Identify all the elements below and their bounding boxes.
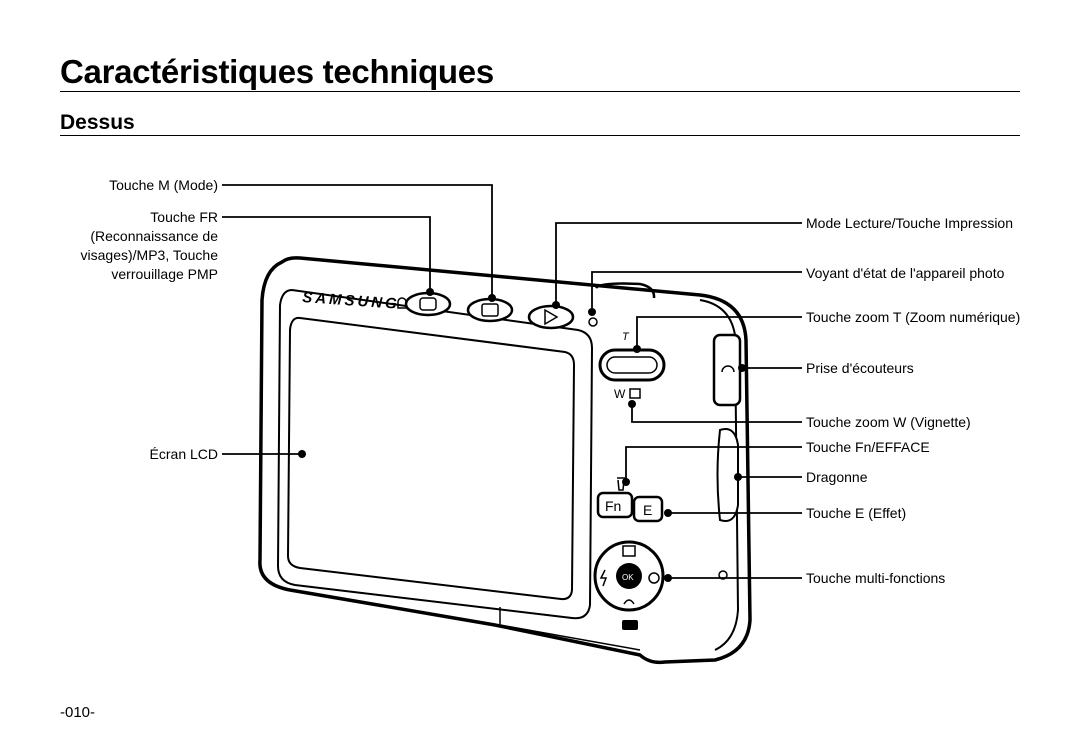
page-number: -010- [60, 704, 96, 721]
label-zoom-w: Touche zoom W (Vignette) [806, 414, 971, 430]
label-playback: Mode Lecture/Touche Impression [806, 215, 1013, 231]
fn-button [596, 491, 634, 519]
label-earphone: Prise d'écouteurs [806, 360, 914, 376]
label-fr-line1: Touche FR [150, 209, 218, 225]
label-lcd: Écran LCD [149, 446, 218, 462]
leader-status [591, 271, 802, 312]
fr-button-icon [419, 297, 437, 311]
dot-zoom-w [628, 400, 636, 408]
dot-playback [552, 301, 560, 309]
playback-button-icon [544, 308, 559, 326]
dot-fr [426, 288, 434, 296]
brand-logo: SAMSUNG [302, 289, 401, 313]
flash-icon [599, 569, 608, 587]
earphone-jack [712, 333, 742, 407]
camera-bezel [276, 288, 594, 620]
label-status-lamp: Voyant d'état de l'appareil photo [806, 265, 1005, 281]
dot-earphone [738, 364, 746, 372]
dot-strap [734, 473, 742, 481]
zoom-rocker [598, 348, 666, 382]
dot-multi [664, 574, 672, 582]
dot-fn [622, 478, 630, 486]
mode-button-icon [481, 303, 499, 317]
label-mode-button: Touche M (Mode) [109, 177, 218, 193]
leader-mode [222, 184, 493, 298]
label-fr-line2: (Reconnaissance de [90, 228, 218, 244]
label-zoom-t: Touche zoom T (Zoom numérique) [806, 309, 1021, 325]
section-rule [60, 135, 1020, 136]
mode-button [466, 297, 514, 323]
zoom-t-mark: T [622, 331, 630, 343]
label-fr-line3: visages)/MP3, Touche [80, 247, 218, 263]
zoom-w-mark: W [614, 387, 626, 401]
zoom-rocker-inner [606, 356, 658, 374]
fr-button [404, 291, 452, 317]
label-fr-line4: verrouillage PMP [111, 266, 218, 282]
dot-lcd [298, 450, 306, 458]
thumbnail-mark [629, 388, 641, 399]
leader-zoom-w [631, 404, 802, 423]
e-button-label: E [643, 502, 652, 518]
label-fr-button: Touche FR (Reconnaissance de visages)/MP… [40, 208, 218, 284]
playback-button [527, 304, 575, 330]
section-title: Dessus [60, 111, 135, 134]
leader-zoom-t [636, 316, 802, 349]
earphone-icon [721, 365, 735, 373]
dot-status [588, 308, 596, 316]
speaker-icon [718, 570, 728, 580]
dot-e [664, 509, 672, 517]
leader-fn [625, 446, 802, 482]
play-pause-icon [622, 620, 638, 630]
title-rule [60, 91, 1020, 92]
lcd-screen [286, 316, 576, 601]
e-button [632, 495, 664, 523]
label-e-button: Touche E (Effet) [806, 505, 907, 521]
strap-loop [716, 428, 739, 522]
ok-label: OK [622, 573, 634, 582]
timer-icon [648, 572, 660, 584]
macro-icon [623, 599, 635, 605]
dot-mode [488, 294, 496, 302]
fn-button-label: Fn [605, 498, 621, 514]
label-multi: Touche multi-fonctions [806, 570, 946, 586]
bottom-lip [499, 607, 641, 651]
page-title: Caractéristiques techniques [60, 53, 494, 90]
disp-icon [622, 545, 636, 557]
lock-icon [397, 297, 407, 309]
label-fn-button: Touche Fn/EFFACE [806, 439, 930, 455]
label-strap: Dragonne [806, 469, 868, 485]
dot-zoom-t [633, 345, 641, 353]
top-ridge [594, 282, 656, 299]
ok-button [616, 563, 642, 589]
leader-playback [555, 222, 802, 305]
leader-fr [222, 216, 431, 292]
status-lamp [588, 317, 598, 327]
